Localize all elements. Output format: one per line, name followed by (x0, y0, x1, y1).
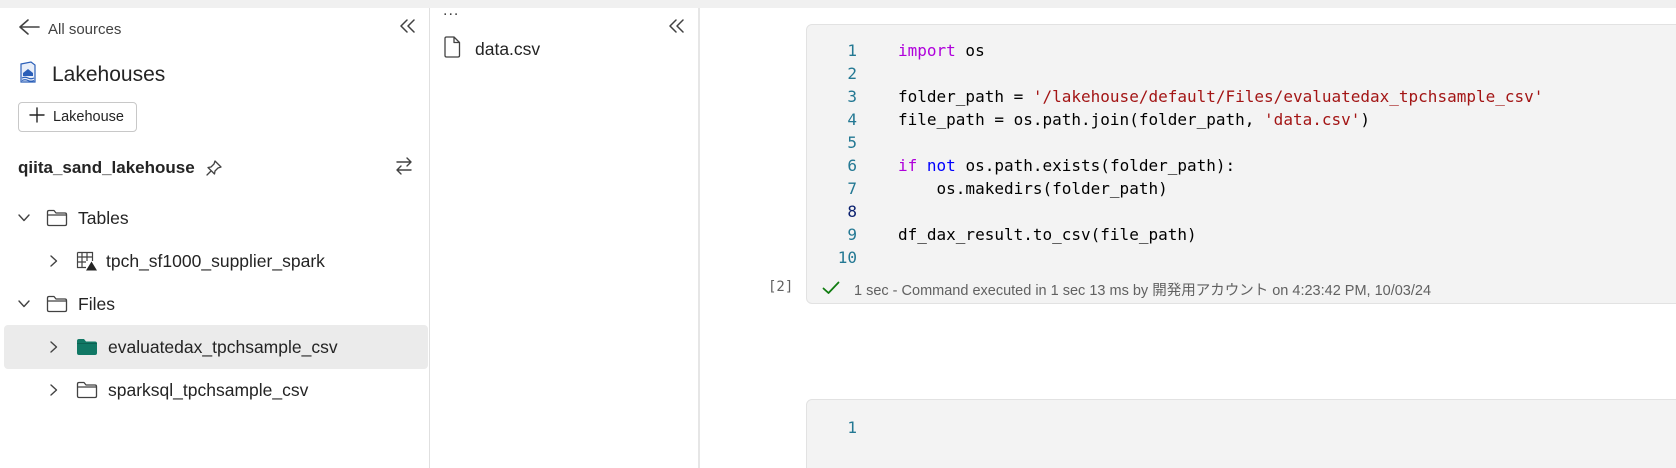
tree-item-label: sparksql_tpchsample_csv (108, 379, 309, 400)
chevron-right-icon[interactable] (46, 253, 62, 269)
line-number: 8 (847, 202, 857, 221)
line-number: 10 (837, 248, 857, 267)
line-number: 5 (847, 133, 857, 152)
code-line: df_dax_result.to_csv(file_path) (898, 225, 1197, 244)
pin-icon[interactable] (205, 159, 223, 177)
code-line: os.makedirs(folder_path) (898, 179, 1168, 198)
top-strip (0, 0, 1676, 8)
chevron-right-icon[interactable] (46, 382, 62, 398)
lakehouses-header: Lakehouses (18, 61, 165, 88)
lakehouses-title: Lakehouses (52, 62, 166, 86)
folder-icon (76, 381, 98, 399)
line-number: 6 (847, 156, 857, 175)
lakehouse-icon (18, 61, 38, 88)
tree-item-files[interactable]: Files (4, 282, 428, 326)
file-item-data-csv[interactable]: data.csv (443, 36, 540, 63)
checkmark-icon (822, 281, 840, 299)
table-icon (76, 251, 98, 271)
tree-item-table-supplier[interactable]: tpch_sf1000_supplier_spark (4, 239, 428, 283)
file-icon (443, 36, 461, 63)
code-cell[interactable]: 1 import os 2 3 folder_path = '/lakehouse/de… (806, 24, 1676, 304)
line-number: 1 (847, 418, 857, 437)
file-list-pane: ... data.csv (431, 2, 700, 468)
code-cell-2[interactable]: 1 (806, 399, 1676, 468)
line-number: 7 (847, 179, 857, 198)
file-name: data.csv (475, 39, 541, 59)
execution-count: [2] (768, 279, 794, 295)
folder-icon (46, 209, 68, 227)
folder-filled-icon (76, 338, 98, 356)
back-label: All sources (48, 20, 122, 38)
status-text: 1 sec - Command executed in 1 sec 13 ms … (854, 283, 1432, 299)
switch-lakehouse-icon[interactable] (394, 156, 414, 181)
tree-item-label: tpch_sf1000_supplier_spark (106, 250, 325, 271)
plus-icon (29, 106, 45, 128)
chevron-down-icon[interactable] (16, 296, 32, 312)
double-chevron-left-icon (669, 18, 685, 38)
add-lakehouse-label: Lakehouse (53, 109, 124, 125)
collapse-explorer-button[interactable] (398, 18, 418, 38)
explorer-pane: All sources Lakehouses Lakehouse qiita_s… (0, 8, 430, 468)
code-line: file_path = os.path.join(folder_path, 'd… (898, 110, 1371, 129)
tree-item-tables[interactable]: Tables (4, 196, 428, 240)
tree-item-label: Files (78, 293, 115, 314)
line-number: 1 (847, 41, 857, 60)
double-chevron-left-icon (400, 18, 416, 38)
code-line: import os (898, 41, 985, 60)
code-line: folder_path = '/lakehouse/default/Files/… (898, 87, 1544, 106)
more-options-button[interactable]: ... (443, 2, 460, 19)
tree-item-label: evaluatedax_tpchsample_csv (108, 336, 338, 357)
line-number: 4 (847, 110, 857, 129)
code-line: if not os.path.exists(folder_path): (898, 156, 1236, 175)
line-number: 2 (847, 64, 857, 83)
line-number: 3 (847, 87, 857, 106)
folder-icon (46, 295, 68, 313)
tree-item-folder-sparksql[interactable]: sparksql_tpchsample_csv (4, 368, 428, 412)
chevron-down-icon[interactable] (16, 210, 32, 226)
cell-status: 1 sec - Command executed in 1 sec 13 ms … (822, 279, 1431, 300)
add-lakehouse-button[interactable]: Lakehouse (18, 102, 137, 132)
lakehouse-name: qiita_sand_lakehouse (18, 158, 195, 177)
line-number: 9 (847, 225, 857, 244)
back-to-all-sources[interactable]: All sources (18, 18, 121, 40)
notebook-area: 1 import os 2 3 folder_path = '/lakehouse/de… (702, 8, 1676, 468)
tree-item-label: Tables (78, 207, 129, 228)
collapse-file-list-button[interactable] (667, 18, 687, 38)
chevron-right-icon[interactable] (46, 339, 62, 355)
tree-item-folder-evaluatedax[interactable]: evaluatedax_tpchsample_csv (4, 325, 428, 369)
arrow-left-icon (18, 18, 40, 41)
lakehouse-name-row: qiita_sand_lakehouse (18, 156, 414, 181)
